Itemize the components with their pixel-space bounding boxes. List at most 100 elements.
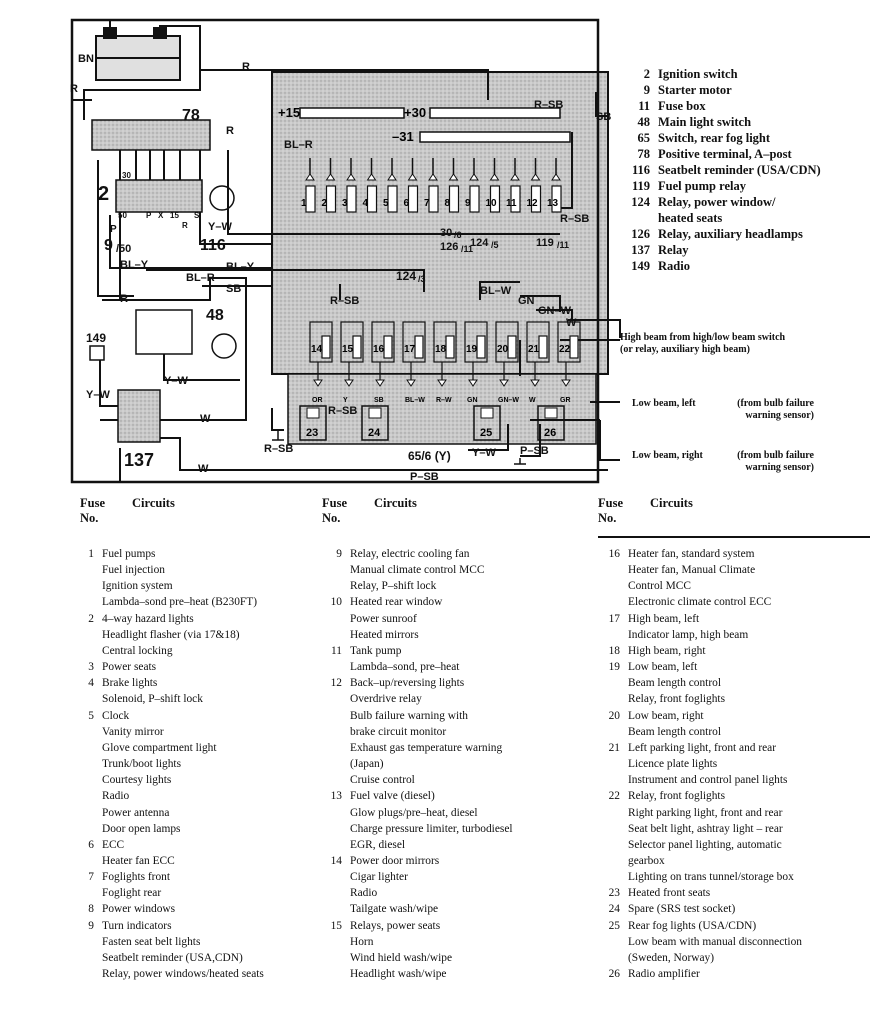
fuse-3-label: 3 — [342, 198, 348, 209]
fuse-circuit: Power sunroof — [350, 612, 417, 625]
header-no: No. — [322, 511, 341, 525]
annot-low-right-note2: warning sensor) — [745, 462, 814, 473]
fuse-17-wire: BL–W — [405, 397, 425, 404]
bus-plus30 — [429, 107, 561, 119]
fuse-15-wire: Y — [343, 397, 348, 404]
fuse-number: 1 — [88, 548, 94, 560]
fuse-number — [598, 627, 628, 643]
fuse-circuit: Heated front seats — [628, 887, 711, 900]
bus-minus31 — [419, 131, 571, 143]
ref-30-6-sub: /6 — [454, 230, 462, 240]
legend-number: 48 — [637, 115, 651, 129]
fuse-number — [80, 805, 102, 821]
fuse-row: Relay, power windows/heated seats — [80, 966, 264, 982]
ref-124-3-sub: /3 — [418, 274, 426, 284]
legend-number: 137 — [631, 243, 650, 257]
fuse-17-label: 17 — [404, 344, 416, 355]
fuse-number: 7 — [88, 871, 94, 884]
fuse-19-housing — [464, 321, 488, 363]
fuse-circuit: Back–up/reversing lights — [350, 677, 465, 690]
fuse-number — [80, 643, 102, 659]
wire-r-1: R — [70, 83, 78, 95]
fuse-16-arrow — [375, 379, 385, 387]
fuse-row: Seatbelt reminder (USA,CDN) — [80, 950, 264, 966]
fuse-19-element — [476, 335, 486, 359]
fuse-10-label: 10 — [486, 198, 498, 209]
fuse-19-label: 19 — [466, 344, 478, 355]
wire-r-sb-2: R–SB — [560, 213, 589, 225]
ref-137: 137 — [124, 450, 154, 470]
ref-124-3: 124 — [396, 269, 416, 283]
header-circuits: Circuits — [650, 496, 693, 510]
pin-x: X — [158, 211, 164, 220]
fuse-number — [320, 578, 350, 594]
fuse-circuit: Turn indicators — [102, 919, 172, 932]
fuse-number — [80, 966, 102, 982]
fuse-circuit: High beam, right — [628, 644, 706, 657]
fuse-number — [598, 837, 628, 853]
fuse-row: Heater fan ECC — [80, 853, 264, 869]
fuse-14-element — [321, 335, 331, 359]
fuse-circuit: Lighting on trans tunnel/storage box — [628, 871, 794, 884]
legend-number: 9 — [643, 83, 650, 97]
fuse-21-arrow — [530, 379, 540, 387]
wire-w-3: W — [198, 463, 209, 475]
annot-low-right-label: Low beam, right — [632, 450, 703, 461]
fuse-circuit: Seat belt light, ashtray light – rear — [628, 822, 783, 835]
fuse-12-arrow — [530, 173, 541, 181]
fuse-row: Wind hield wash/wipe — [320, 950, 513, 966]
fuse-13-label: 13 — [547, 198, 559, 209]
fuse-number: 16 — [608, 548, 620, 560]
fuse-row: Instrument and control panel lights — [598, 772, 802, 788]
wire-r-sb-5: R–SB — [264, 443, 293, 455]
fuse-circuit: Lambda–sond, pre–heat — [350, 661, 460, 674]
fuse-circuit: Fasten seat belt lights — [102, 935, 201, 948]
fuse-9-element — [469, 185, 480, 213]
diagram-frame — [70, 18, 600, 484]
fuse-number — [598, 594, 628, 610]
fuse-14-label: 14 — [311, 344, 323, 355]
fuse-circuit: Horn — [350, 935, 374, 948]
fuse-circuit: Headlight flasher (via 17&18) — [102, 628, 240, 641]
wire-gn: GN — [518, 295, 535, 307]
fuse-row: Courtesy lights — [80, 772, 264, 788]
fuse-number — [320, 837, 350, 853]
legend-name: Relay, auxiliary headlamps — [658, 227, 803, 241]
fuse-row: Relay, front foglights — [598, 691, 802, 707]
fuse-18-arrow — [437, 379, 447, 387]
fuse-row: Door open lamps — [80, 821, 264, 837]
fuse-20-label: 20 — [497, 344, 509, 355]
fuse-number: 21 — [608, 741, 620, 754]
fuse-number: 26 — [608, 968, 620, 981]
fuse-circuit: Seatbelt reminder (USA,CDN) — [102, 951, 243, 964]
fuse-row: Low beam with manual disconnection — [598, 934, 802, 950]
table-divider — [598, 536, 870, 538]
fuse-circuit: Licence plate lights — [628, 758, 718, 771]
fuse-number — [80, 691, 102, 707]
fuse-circuit: Cigar lighter — [350, 871, 408, 884]
fuse-circuit: Radio amplifier — [628, 968, 700, 981]
fuse-17-arrow — [406, 379, 416, 387]
battery — [95, 27, 181, 81]
fuse-circuit: gearbox — [628, 854, 665, 867]
fuse-row: gearbox — [598, 853, 802, 869]
fuse-24-element — [368, 407, 382, 419]
fuse-number — [320, 950, 350, 966]
pin-r: R — [182, 221, 188, 230]
fuse-row: 26 Radio amplifier — [598, 966, 802, 982]
bus-bars — [299, 107, 571, 143]
fuse-circuit: Fuel injection — [102, 564, 165, 577]
fuse-23-label: 23 — [306, 427, 318, 439]
fuse-16-label: 16 — [373, 344, 385, 355]
